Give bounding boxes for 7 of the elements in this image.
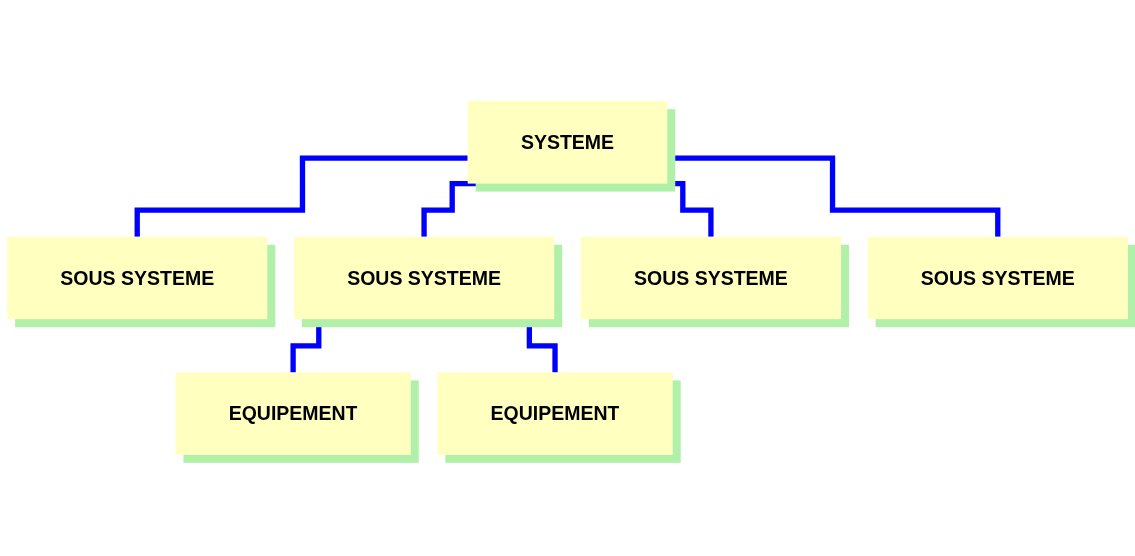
node-box: SYSTEME (467, 101, 668, 184)
node-box: EQUIPEMENT (437, 372, 673, 455)
node-box: SOUS SYSTEME (580, 236, 842, 320)
node-box: SOUS SYSTEME (293, 236, 555, 320)
node-box: SOUS SYSTEME (867, 236, 1128, 320)
node-box: EQUIPEMENT (175, 372, 411, 455)
node-box: SOUS SYSTEME (7, 236, 268, 320)
